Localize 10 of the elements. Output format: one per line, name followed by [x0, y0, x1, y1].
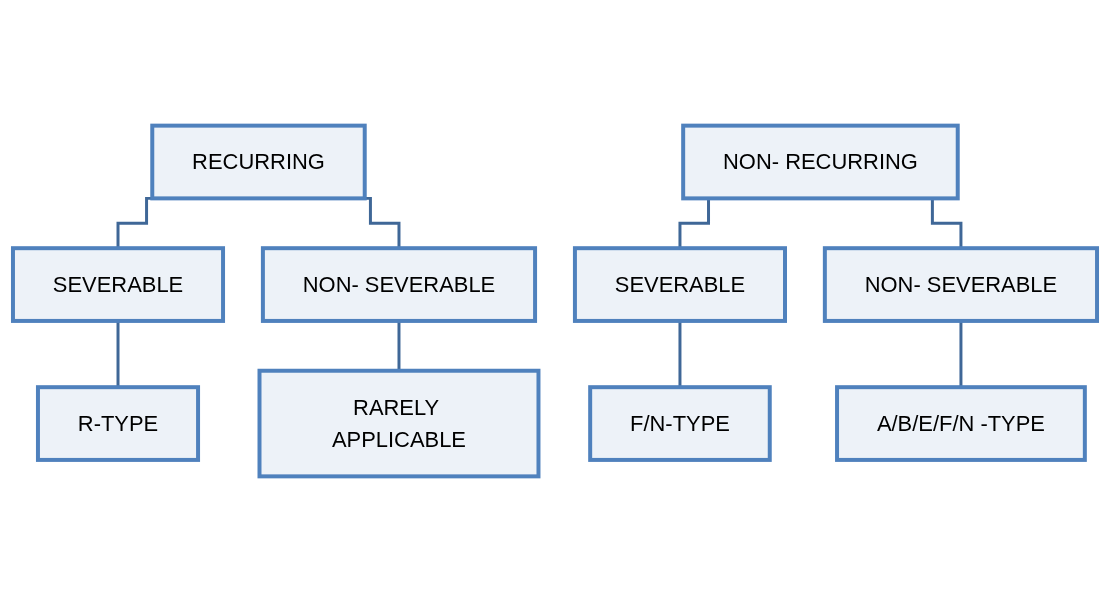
node-box: NON- RECURRING	[681, 123, 960, 201]
node-box: NON- SEVERABLE	[260, 246, 538, 323]
node-box: SEVERABLE	[10, 246, 226, 323]
node-box: RECURRING	[150, 123, 367, 201]
node-box: R-TYPE	[35, 385, 201, 462]
node-box: A/B/E/F/N -TYPE	[835, 385, 1087, 462]
node-box: RARELY APPLICABLE	[257, 368, 541, 479]
node-box: F/N-TYPE	[588, 385, 772, 462]
node-box: NON- SEVERABLE	[822, 246, 1100, 323]
node-box: SEVERABLE	[572, 246, 787, 323]
